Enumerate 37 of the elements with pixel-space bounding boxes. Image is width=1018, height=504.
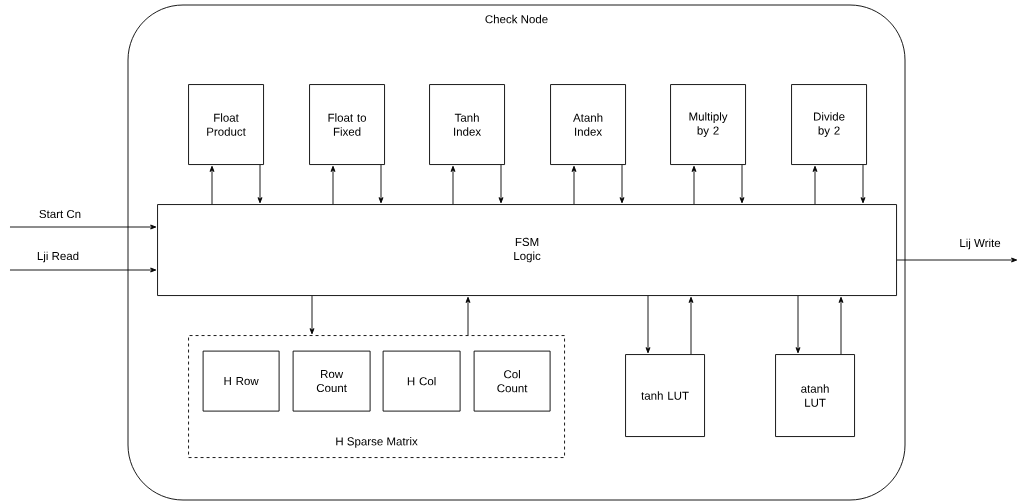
arrow — [209, 165, 215, 205]
block-box: H Col — [382, 350, 461, 412]
block-box: Atanh Index — [550, 84, 626, 165]
block-box: Tanh Index — [429, 84, 505, 165]
arrow — [9, 267, 157, 273]
arrow — [860, 164, 866, 204]
block-box: Multiply by 2 — [670, 84, 746, 165]
arrow — [739, 164, 745, 204]
block-box: atanh LUT — [775, 354, 855, 437]
arrow — [309, 295, 315, 335]
block-box: Col Count — [473, 350, 551, 412]
fsm-logic-box: FSM Logic — [157, 204, 897, 296]
arrow — [450, 165, 456, 205]
block-box: Divide by 2 — [791, 84, 867, 165]
arrow — [795, 295, 801, 354]
arrow — [619, 164, 625, 204]
block-box: H Row — [202, 350, 280, 412]
arrow — [257, 164, 263, 204]
arrow — [465, 296, 471, 336]
arrow — [645, 295, 651, 354]
arrow — [688, 296, 694, 355]
edge-label: Start Cn — [37, 208, 83, 220]
arrow — [330, 165, 336, 205]
arrow — [571, 165, 577, 205]
edge-label: Lji Read — [35, 250, 81, 264]
block-box: tanh LUT — [625, 354, 705, 437]
arrow — [691, 165, 697, 205]
arrow — [9, 224, 157, 230]
arrow — [896, 257, 1018, 263]
edge-label: Lij Write — [958, 237, 1002, 251]
block-box: Float Product — [188, 84, 264, 165]
arrow — [812, 165, 818, 205]
block-box: Float to Fixed — [309, 84, 385, 165]
arrow — [498, 164, 504, 204]
arrow — [378, 164, 384, 204]
block-box: Row Count — [292, 350, 371, 412]
arrow — [838, 296, 844, 355]
